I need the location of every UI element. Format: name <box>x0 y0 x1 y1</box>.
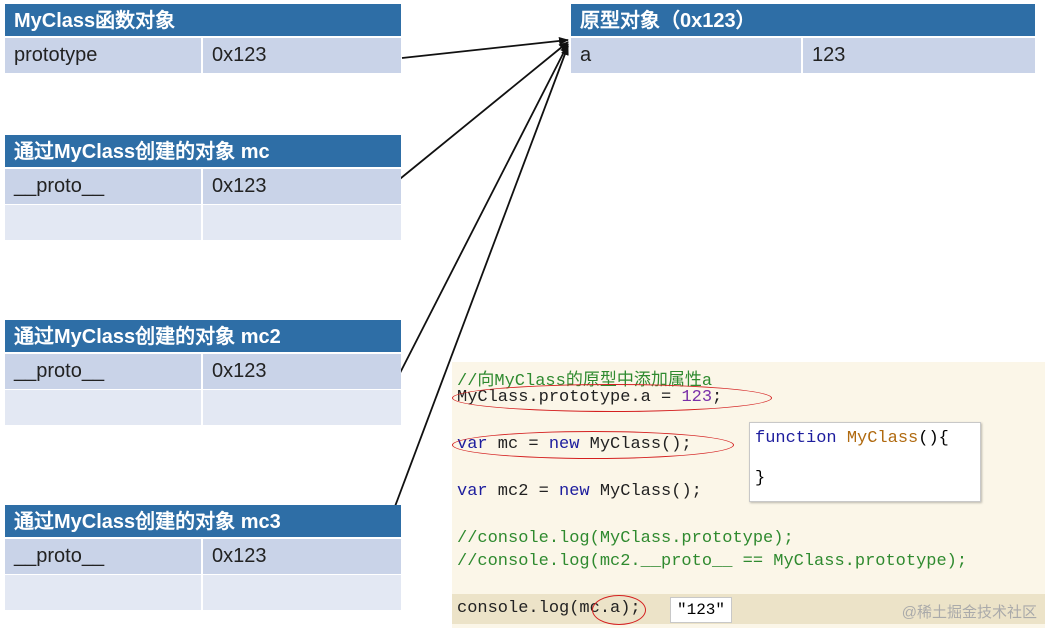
table-title: MyClass函数对象 <box>5 4 401 38</box>
code-line: var mc2 = new MyClass(); <box>457 482 702 501</box>
table-row: __proto__ 0x123 <box>5 354 401 390</box>
table-cell-value: 0x123 <box>203 38 401 73</box>
table-cell-value: 0x123 <box>203 539 401 574</box>
myclass-function-table: MyClass函数对象 prototype 0x123 <box>5 4 401 74</box>
code-function-name: MyClass <box>836 429 919 448</box>
table-row: prototype 0x123 <box>5 38 401 74</box>
arrow-mc2 <box>399 43 569 374</box>
arrow-prototype <box>401 36 569 59</box>
table-title: 通过MyClass创建的对象 mc <box>5 135 401 169</box>
current-line-highlight <box>452 594 1045 624</box>
table-cell-value: 0x123 <box>203 354 401 389</box>
table-title: 通过MyClass创建的对象 mc3 <box>5 505 401 539</box>
table-cell-value: 0x123 <box>203 169 401 204</box>
function-definition-popup: function MyClass(){ } <box>749 422 981 502</box>
code-text: MyClass(); <box>589 482 702 501</box>
table-title: 通过MyClass创建的对象 mc2 <box>5 320 401 354</box>
table-cell-key <box>5 575 203 610</box>
table-cell-value <box>203 390 401 425</box>
arrow-mc <box>389 41 569 188</box>
arrow-mc3 <box>375 45 569 558</box>
table-row: a 123 <box>571 38 1035 74</box>
annotation-ring <box>592 595 646 625</box>
table-row <box>5 390 401 426</box>
table-cell-key: __proto__ <box>5 169 203 204</box>
table-row: __proto__ 0x123 <box>5 539 401 575</box>
console-result-tooltip: "123" <box>670 597 733 623</box>
table-row <box>5 205 401 241</box>
code-line: function MyClass(){ <box>755 429 949 448</box>
code-text: mc2 = <box>487 482 560 501</box>
table-cell-value <box>203 575 401 610</box>
table-cell-value: 123 <box>803 38 1035 73</box>
code-keyword: new <box>559 482 590 501</box>
code-keyword: var <box>457 482 488 501</box>
table-row: __proto__ 0x123 <box>5 169 401 205</box>
code-text: (){ <box>918 429 949 448</box>
table-cell-key <box>5 390 203 425</box>
annotation-ring <box>452 384 772 412</box>
mc2-object-table: 通过MyClass创建的对象 mc2 __proto__ 0x123 <box>5 320 401 426</box>
table-cell-key: __proto__ <box>5 539 203 574</box>
table-title: 原型对象（0x123） <box>571 4 1035 38</box>
prototype-object-table: 原型对象（0x123） a 123 <box>571 4 1035 74</box>
table-cell-value <box>203 205 401 240</box>
code-comment: //console.log(mc2.__proto__ == MyClass.p… <box>457 552 968 571</box>
mc3-object-table: 通过MyClass创建的对象 mc3 __proto__ 0x123 <box>5 505 401 611</box>
code-keyword: function <box>755 429 837 448</box>
table-row <box>5 575 401 611</box>
table-cell-key: prototype <box>5 38 203 73</box>
annotation-ring <box>452 431 734 459</box>
mc-object-table: 通过MyClass创建的对象 mc __proto__ 0x123 <box>5 135 401 241</box>
code-line: } <box>755 469 766 488</box>
code-comment: //console.log(MyClass.prototype); <box>457 529 794 548</box>
code-panel: //向MyClass的原型中添加属性a MyClass.prototype.a … <box>452 362 1045 628</box>
table-cell-key <box>5 205 203 240</box>
watermark: @稀土掘金技术社区 <box>901 604 1037 621</box>
table-cell-key: a <box>571 38 803 73</box>
table-cell-key: __proto__ <box>5 354 203 389</box>
